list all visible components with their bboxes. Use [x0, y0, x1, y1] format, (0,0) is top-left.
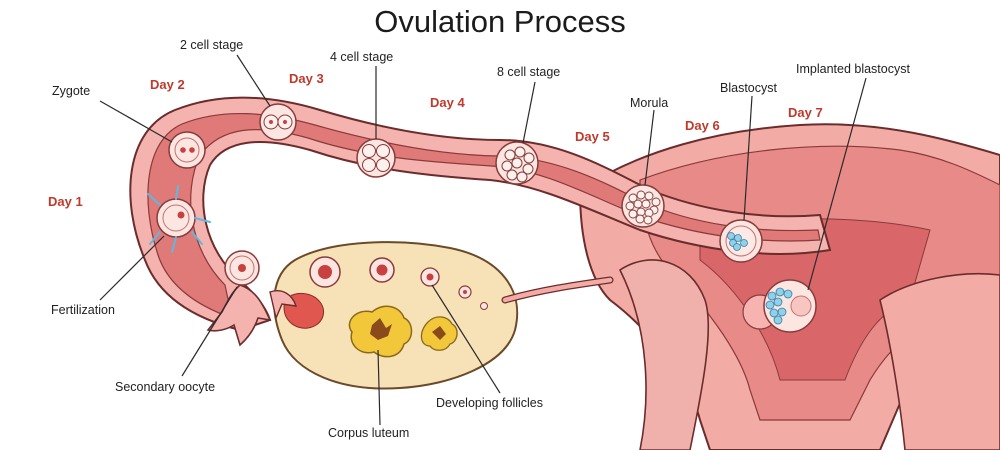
- implanted-blastocyst-cell: [742, 279, 817, 333]
- day-label-7: Day 7: [788, 105, 823, 120]
- label-corpus-luteum: Corpus luteum: [328, 426, 409, 440]
- label-zygote: Zygote: [52, 84, 90, 98]
- day-label-4: Day 4: [430, 95, 465, 110]
- corpus-luteum-body: [348, 305, 458, 358]
- day-label-5: Day 5: [575, 129, 610, 144]
- label-morula: Morula: [630, 96, 668, 110]
- label-implanted-blastocyst: Implanted blastocyst: [796, 62, 910, 76]
- label-four-cell-stage: 4 cell stage: [330, 50, 393, 64]
- label-blastocyst: Blastocyst: [720, 81, 777, 95]
- day-labels: Day 1 Day 2 Day 3 Day 4 Day 5 Day 6 Day …: [48, 71, 823, 209]
- stage-labels: Zygote 2 cell stage 4 cell stage 8 cell …: [51, 38, 910, 440]
- page-title: Ovulation Process: [374, 4, 626, 39]
- four-cell-stage-cell: [356, 138, 396, 178]
- fallopian-tube: [129, 96, 832, 332]
- ovary: [273, 241, 614, 390]
- leader-lines: [99, 54, 867, 426]
- label-two-cell-stage: 2 cell stage: [180, 38, 243, 52]
- day-label-6: Day 6: [685, 118, 720, 133]
- label-developing-follicles: Developing follicles: [436, 396, 543, 410]
- day-label-1: Day 1: [48, 194, 83, 209]
- label-fertilization: Fertilization: [51, 303, 115, 317]
- eight-cell-stage-cell: [495, 141, 539, 185]
- label-eight-cell-stage: 8 cell stage: [497, 65, 560, 79]
- zygote-cell: [168, 131, 206, 169]
- fertilization-cell: [147, 185, 211, 253]
- label-secondary-oocyte: Secondary oocyte: [115, 380, 215, 394]
- two-cell-stage-cell: [259, 103, 297, 141]
- morula-cell: [621, 184, 665, 228]
- day-label-3: Day 3: [289, 71, 324, 86]
- blastocyst-cell: [719, 219, 763, 263]
- secondary-oocyte-cell: [224, 250, 260, 286]
- day-label-2: Day 2: [150, 77, 185, 92]
